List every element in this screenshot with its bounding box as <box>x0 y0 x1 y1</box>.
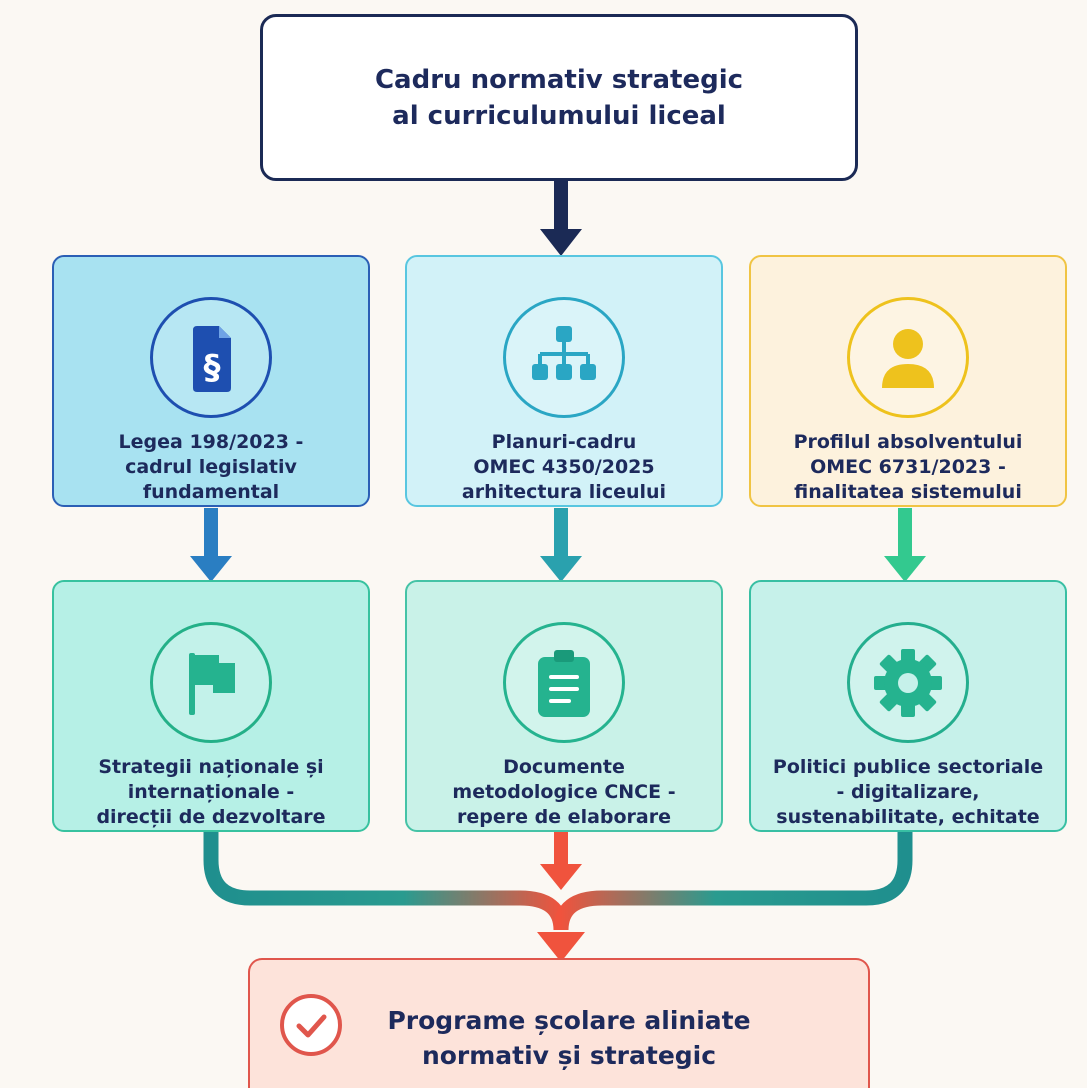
arrow-merge-head <box>537 932 585 962</box>
arrow-top-down <box>540 181 582 256</box>
arrow-plan-to-docs <box>540 508 582 582</box>
title-box: Cadru normativ strategic al curriculumul… <box>260 14 858 181</box>
result-box: Programe școlare aliniate normativ și st… <box>248 958 870 1088</box>
connector-left-merge <box>203 820 569 931</box>
card-law: § Legea 198/2023 - cadrul legislativ fun… <box>52 255 370 507</box>
flag-icon <box>150 622 272 743</box>
clipboard-icon <box>503 622 625 743</box>
check-circle-icon <box>280 994 342 1056</box>
card-law-label: Legea 198/2023 - cadrul legislativ funda… <box>118 431 304 503</box>
user-icon <box>847 297 969 418</box>
hierarchy-icon <box>503 297 625 418</box>
card-strategies-label: Strategii naționale și internaționale - … <box>96 756 326 828</box>
arrow-docs-down <box>540 820 582 890</box>
gear-icon <box>847 622 969 743</box>
card-docs: Documente metodologice CNCE - repere de … <box>405 580 723 832</box>
arrow-profile-to-policy <box>884 508 926 582</box>
card-plan: Planuri-cadru OMEC 4350/2025 arhitectura… <box>405 255 723 507</box>
result-label: Programe școlare aliniate normativ și st… <box>387 1006 751 1070</box>
card-strategies: Strategii naționale și internaționale - … <box>52 580 370 832</box>
connector-right-merge <box>553 820 913 931</box>
svg-text:§: § <box>204 348 221 388</box>
card-policy: Politici publice sectoriale - digitaliza… <box>749 580 1067 832</box>
card-profile: Profilul absolventului OMEC 6731/2023 - … <box>749 255 1067 507</box>
card-plan-label: Planuri-cadru OMEC 4350/2025 arhitectura… <box>461 431 667 503</box>
card-profile-label: Profilul absolventului OMEC 6731/2023 - … <box>793 431 1023 503</box>
title-text: Cadru normativ strategic al curriculumul… <box>374 64 744 131</box>
document-section-icon: § <box>150 297 272 418</box>
card-policy-label: Politici publice sectoriale - digitaliza… <box>772 756 1044 828</box>
card-docs-label: Documente metodologice CNCE - repere de … <box>452 756 676 828</box>
arrow-law-to-strategy <box>190 508 232 582</box>
